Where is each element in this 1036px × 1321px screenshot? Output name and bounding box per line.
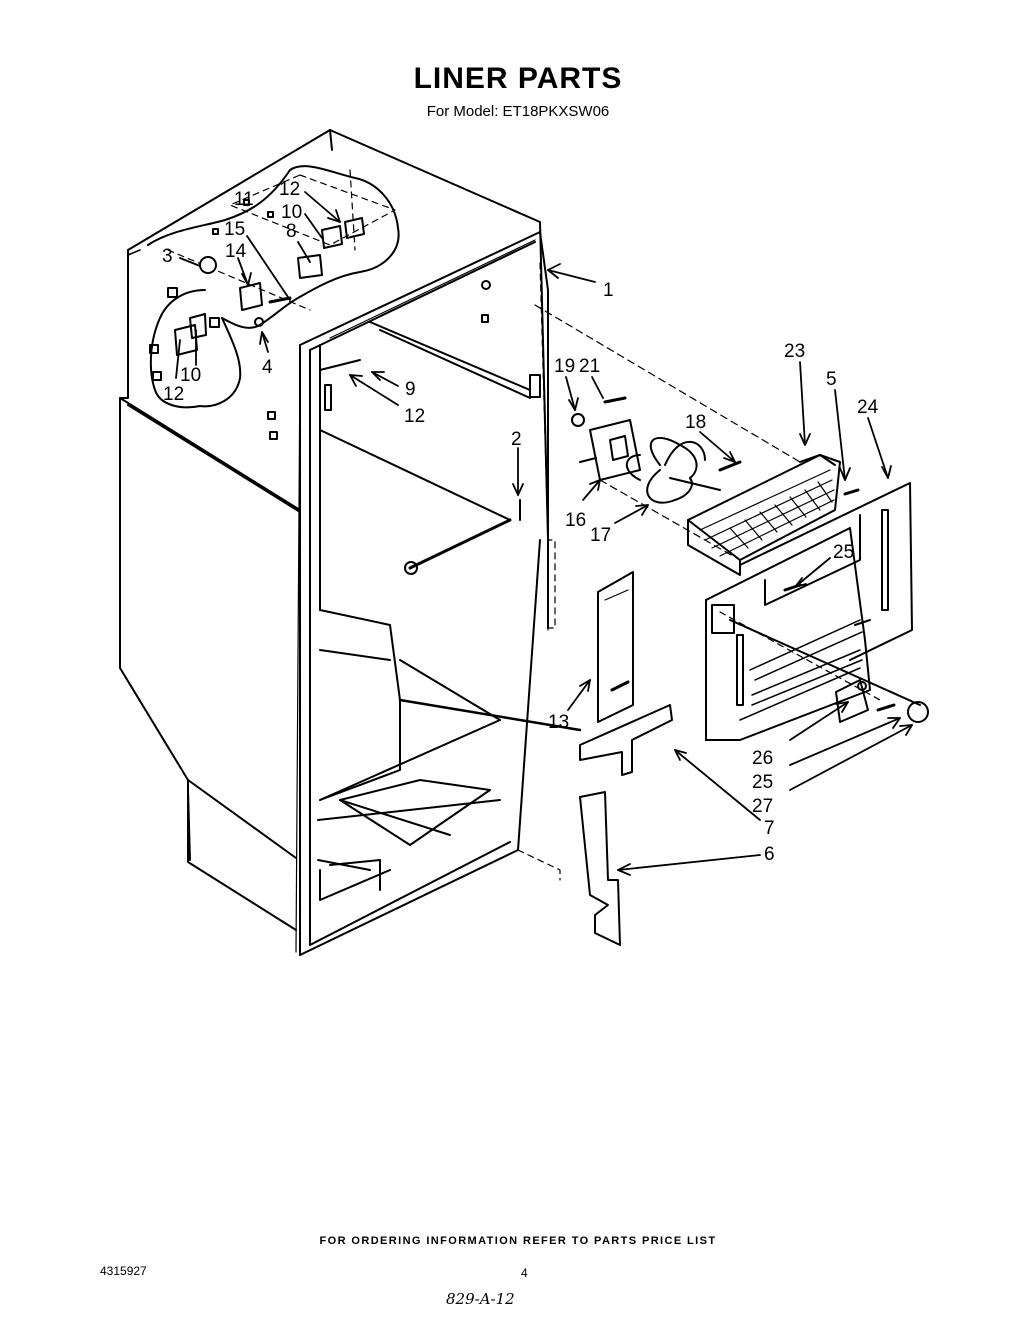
page-title: LINER PARTS <box>413 62 623 95</box>
callout-24: 24 <box>857 397 879 418</box>
callout-7: 7 <box>764 818 775 839</box>
page-number: 4 <box>521 1266 528 1280</box>
callout-19: 19 <box>554 356 575 377</box>
callout-10-upper: 10 <box>281 202 302 223</box>
callout-27: 27 <box>752 796 773 817</box>
callout-4: 4 <box>262 357 273 378</box>
cabinet-outer-shell <box>119 129 549 956</box>
callout-2: 2 <box>511 429 522 450</box>
callout-16: 16 <box>565 510 586 531</box>
callout-25-lower: 25 <box>752 772 773 793</box>
callout-8: 8 <box>286 221 297 242</box>
ordering-info-note: FOR ORDERING INFORMATION REFER TO PARTS … <box>319 1235 717 1247</box>
upper-cutaway-detail <box>147 165 400 440</box>
fan-motor-assembly <box>571 396 742 504</box>
callout-23: 23 <box>784 341 805 362</box>
callout-labels: 1 2 3 4 5 6 7 8 9 10 10 11 12 12 12 13 1… <box>162 179 879 865</box>
callout-14: 14 <box>225 241 247 262</box>
evaporator-panel <box>705 527 921 741</box>
callout-10-lower: 10 <box>180 365 201 386</box>
callout-6: 6 <box>764 844 775 865</box>
callout-12-mid: 12 <box>404 406 425 427</box>
callout-26: 26 <box>752 748 773 769</box>
callout-25-upper: 25 <box>833 542 854 563</box>
callout-21: 21 <box>579 356 600 377</box>
callout-1: 1 <box>603 280 614 301</box>
model-subtitle: For Model: ET18PKXSW06 <box>426 103 610 120</box>
callout-17: 17 <box>590 525 611 546</box>
callout-12-lower: 12 <box>163 384 184 405</box>
rear-panel <box>739 482 913 661</box>
callout-13: 13 <box>548 712 569 733</box>
callout-11: 11 <box>234 189 254 210</box>
callout-12-upper: 12 <box>279 179 300 200</box>
small-fasteners <box>835 679 929 723</box>
leader-lines <box>175 191 913 876</box>
evaporator-grille <box>687 454 860 576</box>
handwritten-code: 829-A-12 <box>446 1290 515 1308</box>
liner-frame <box>295 231 582 956</box>
callout-15: 15 <box>224 219 245 240</box>
callout-9: 9 <box>405 379 416 400</box>
callout-5: 5 <box>826 369 837 390</box>
document-number: 4315927 <box>100 1264 147 1278</box>
air-ducts <box>579 571 673 946</box>
callout-3: 3 <box>162 246 173 267</box>
callout-18: 18 <box>685 412 706 433</box>
